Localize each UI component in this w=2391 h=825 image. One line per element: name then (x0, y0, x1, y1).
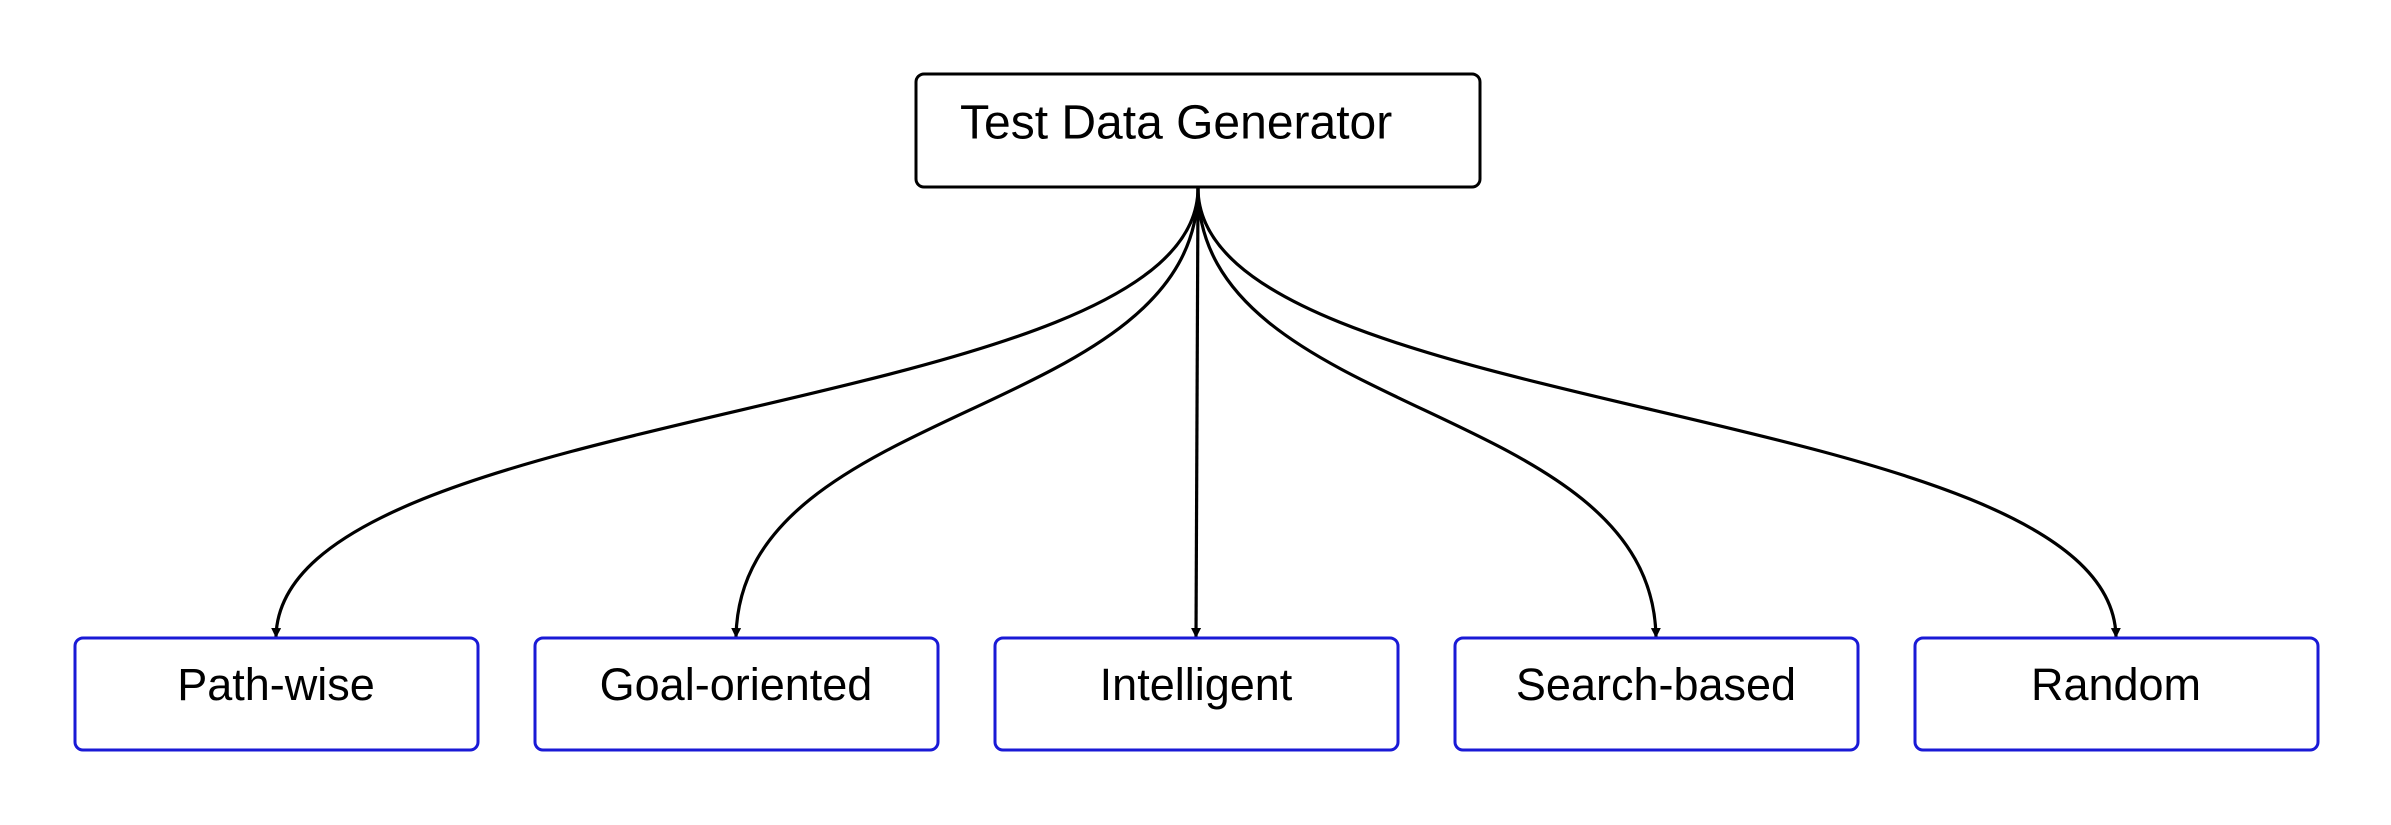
root-node[interactable]: Test Data Generator (914, 72, 1482, 189)
child-node-label: Path-wise (177, 659, 375, 710)
child-node-search-based[interactable]: Search-based (1453, 636, 1860, 752)
child-node-box (73, 636, 480, 752)
child-node-goal-oriented[interactable]: Goal-oriented (533, 636, 940, 752)
child-node-intelligent[interactable]: Intelligent (993, 636, 1400, 752)
root-node-label: Test Data Generator (960, 97, 1392, 150)
child-node-label: Intelligent (1100, 659, 1293, 710)
child-node-random[interactable]: Random (1913, 636, 2320, 752)
child-node-box (1453, 636, 1860, 752)
child-node-label: Random (2031, 659, 2201, 710)
edges (271, 187, 2121, 638)
edge-to-random (1196, 187, 2121, 638)
edge-to-intelligent (1191, 187, 1202, 638)
root-node-box (914, 72, 1482, 189)
edge-to-search-based (1196, 187, 1661, 638)
child-node-box (993, 636, 1400, 752)
child-node-box (1913, 636, 2320, 752)
child-node-label: Search-based (1516, 659, 1796, 710)
edge-to-goal-oriented (731, 187, 1200, 638)
child-node-box (533, 636, 940, 752)
edge-to-path-wise (271, 187, 1200, 638)
child-nodes: Path-wise Goal-oriented Intelligent Sear… (73, 636, 2320, 752)
child-node-label: Goal-oriented (600, 659, 873, 710)
child-node-path-wise[interactable]: Path-wise (73, 636, 480, 752)
